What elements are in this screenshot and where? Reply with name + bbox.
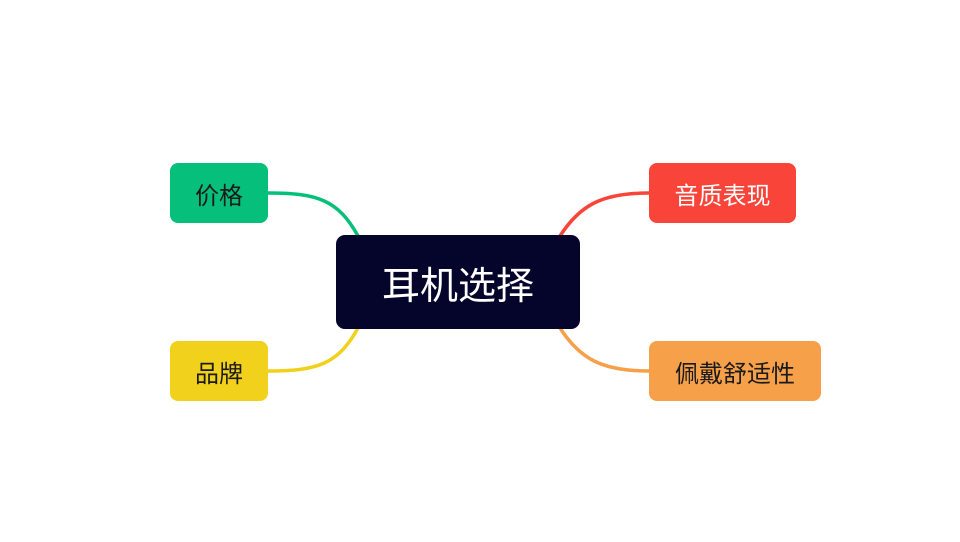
branch-node-price[interactable]: 价格: [170, 163, 268, 223]
connector-sound: [558, 191, 651, 238]
branch-node-sound-quality[interactable]: 音质表现: [649, 163, 796, 223]
central-topic-node[interactable]: 耳机选择: [336, 235, 580, 329]
connector-comfort: [558, 326, 651, 373]
branch-node-wearing-comfort[interactable]: 佩戴舒适性: [649, 341, 821, 401]
central-topic-label: 耳机选择: [381, 263, 534, 308]
connector-brand: [266, 326, 360, 373]
branch-label-brand: 品牌: [195, 359, 243, 388]
branch-label-price: 价格: [195, 181, 243, 210]
branch-node-brand[interactable]: 品牌: [170, 341, 268, 401]
connector-price: [266, 191, 360, 238]
branch-label-sound-quality: 音质表现: [674, 181, 771, 210]
branch-label-wearing-comfort: 佩戴舒适性: [675, 359, 795, 388]
